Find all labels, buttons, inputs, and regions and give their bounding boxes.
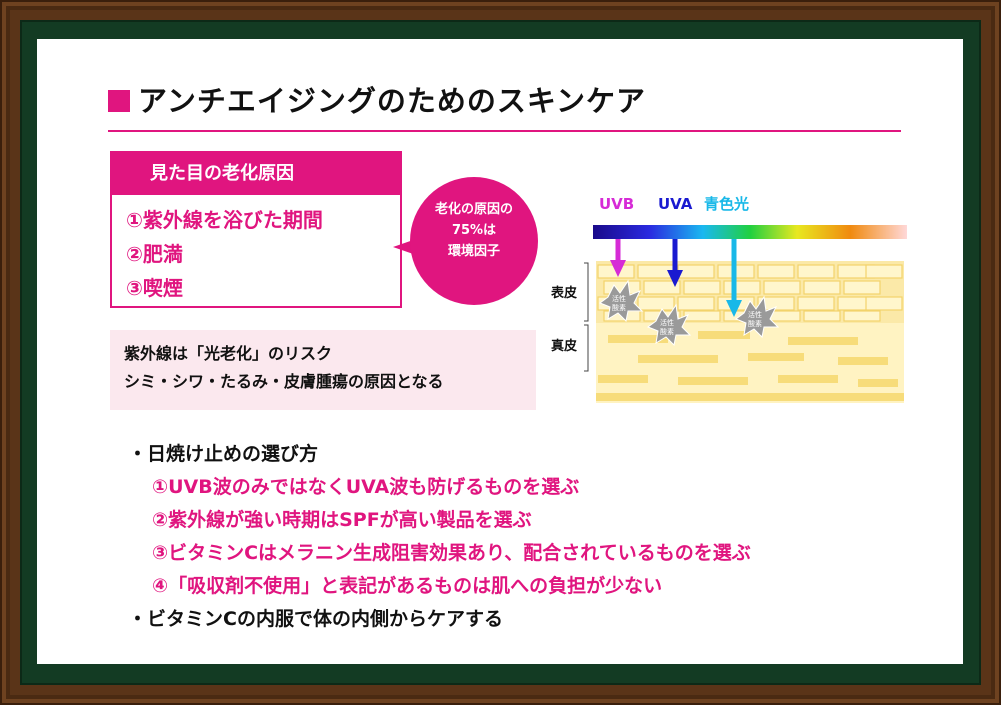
bluelight-arrowhead <box>726 300 742 317</box>
ros-label-2: 酸素 <box>748 319 762 328</box>
aging-causes-heading: 見た目の老化原因 <box>112 153 400 195</box>
title-underline <box>108 130 901 132</box>
cause-item: ③喫煙 <box>126 276 183 300</box>
uvb-arrowhead <box>610 260 626 277</box>
ros-label-2: 酸素 <box>660 327 674 336</box>
dermis-label: 真皮 <box>551 338 577 354</box>
bubble-line: 老化の原因の <box>434 202 513 217</box>
ros-burst-icon: 活性 酸素 <box>598 279 644 323</box>
tip-heading: ・日焼け止めの選び方 <box>128 443 319 465</box>
epidermis-label: 表皮 <box>550 285 577 301</box>
uva-label: UVA <box>658 195 693 213</box>
title-square-icon <box>108 90 130 112</box>
bluelight-label: 青色光 <box>704 195 749 213</box>
bubble-line: 75%は <box>451 223 497 238</box>
ros-label-1: 活性 <box>612 294 626 303</box>
tip-heading: ・ビタミンCの内服で体の内側からケアする <box>128 608 503 630</box>
tip-item: ②紫外線が強い時期はSPFが高い製品を選ぶ <box>152 509 532 531</box>
slide-title: アンチエイジングのためのスキンケア <box>108 78 646 120</box>
epidermis-bracket <box>584 262 589 322</box>
ros-label-2: 酸素 <box>612 303 626 312</box>
skin-uv-diagram: UVB UVA 青色光 表皮 真皮 活性 酸素 活性 酸素 活性 酸素 <box>550 195 907 403</box>
title-text: アンチエイジングのためのスキンケア <box>138 84 646 118</box>
uvb-label: UVB <box>599 195 634 213</box>
light-spectrum-bar <box>593 225 907 239</box>
tip-item: ③ビタミンCはメラニン生成阻害効果あり、配合されているものを選ぶ <box>152 542 751 564</box>
bubble-line: 環境因子 <box>447 244 500 259</box>
dermis-bracket <box>584 324 589 372</box>
tip-item: ④「吸収剤不使用」と表記があるものは肌への負担が少ない <box>152 575 663 597</box>
cause-item: ①紫外線を浴びた期間 <box>126 208 323 232</box>
ros-label-1: 活性 <box>748 310 762 319</box>
ros-burst-icon: 活性 酸素 <box>646 303 692 347</box>
ros-label-1: 活性 <box>660 318 674 327</box>
speech-bubble: 老化の原因の 75%は 環境因子 <box>410 177 538 305</box>
photoaging-risk-box: 紫外線は「光老化」のリスク シミ・シワ・たるみ・皮膚腫瘍の原因となる <box>110 330 536 410</box>
aging-causes-list: ①紫外線を浴びた期間 ②肥満 ③喫煙 <box>126 203 323 305</box>
cause-item: ②肥満 <box>126 242 183 266</box>
tips-section: ・日焼け止めの選び方 ①UVB波のみではなくUVA波も防げるものを選ぶ ②紫外線… <box>128 438 751 636</box>
risk-line: シミ・シワ・たるみ・皮膚腫瘍の原因となる <box>124 372 444 391</box>
dermis-fibers <box>596 331 904 401</box>
ros-burst-icon: 活性 酸素 <box>734 295 780 339</box>
risk-line: 紫外線は「光老化」のリスク <box>124 344 333 363</box>
uva-arrowhead <box>667 270 683 287</box>
aging-causes-box: 見た目の老化原因 ①紫外線を浴びた期間 ②肥満 ③喫煙 <box>110 151 402 308</box>
tip-item: ①UVB波のみではなくUVA波も防げるものを選ぶ <box>152 476 580 498</box>
